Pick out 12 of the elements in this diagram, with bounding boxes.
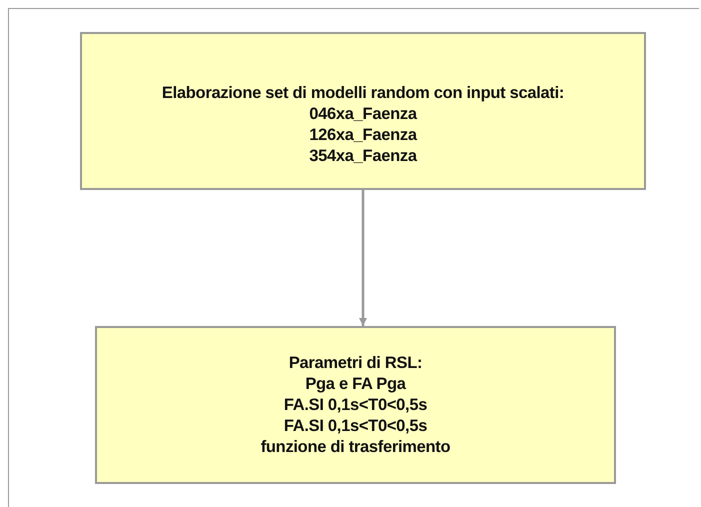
arrow	[359, 190, 367, 326]
box-text-line: funzione di trasferimento	[260, 436, 450, 458]
box-text-line: FA.SI 0,1s<T0<0,5s	[284, 416, 428, 436]
box-heading: Parametri di RSL:	[288, 352, 422, 374]
box-text-line: 046xa_Faenza	[309, 104, 417, 125]
box-text-line: 126xa_Faenza	[309, 125, 417, 146]
process-box	[95, 326, 616, 484]
box-text-line: 354xa_Faenza	[309, 146, 417, 167]
box-heading: Elaborazione set di modelli random con input scalati:	[162, 83, 564, 104]
box-text-line: FA.SI 0,1s<T0<0,5s	[284, 394, 428, 416]
box-text-line: Pga e FA Pga	[305, 374, 406, 394]
process-box	[80, 32, 646, 190]
